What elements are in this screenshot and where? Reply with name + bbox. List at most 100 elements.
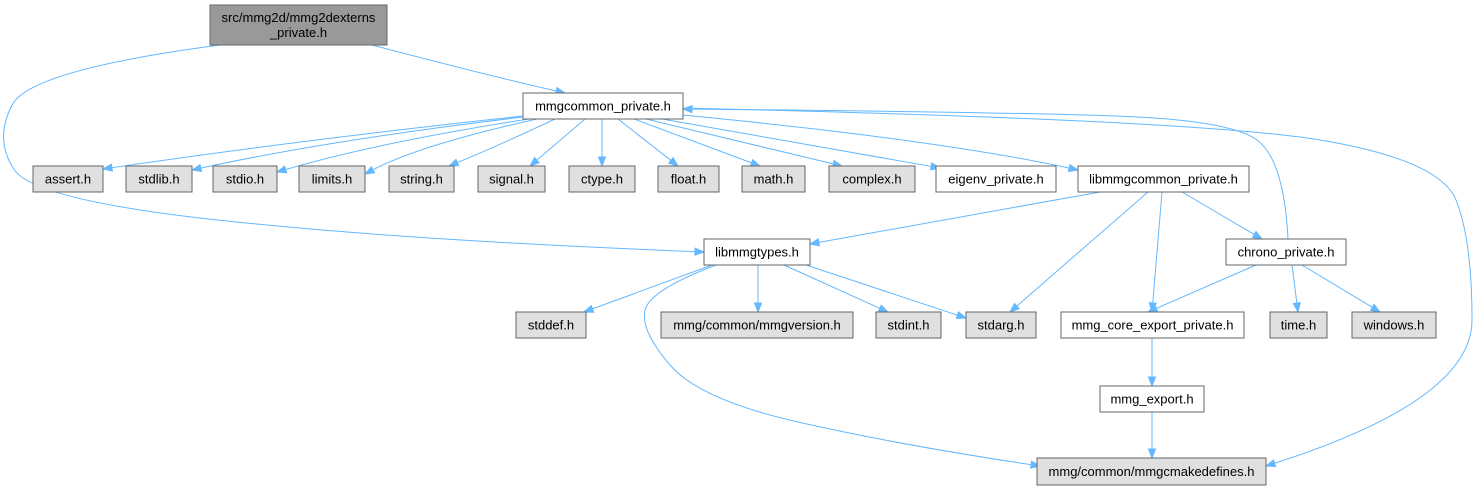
edge-arrowhead [1369,303,1382,313]
node-libmmgcommon[interactable]: libmmgcommon_private.h [1077,165,1250,193]
edge-mmgcommon-to-libmmgcommon [682,114,1080,173]
edge-arrowhead [447,158,460,167]
edge-arrowhead [1251,230,1264,240]
node-box [965,311,1037,339]
node-label: signal.h [489,172,534,187]
edge-line [633,118,752,164]
node-label: mmg_export.h [1110,392,1193,407]
edge-arrowhead [528,156,540,167]
node-time: time.h [1269,311,1328,339]
edge-line [617,118,672,161]
node-box [1099,385,1205,413]
node-label: windows.h [1363,318,1425,333]
edge-arrowhead [694,247,706,256]
edge-line [1181,191,1255,235]
edge-chrono-to-coreexport [1146,264,1257,313]
edge-libmmgcommon-to-coreexport [1148,191,1163,314]
node-box [1351,311,1437,339]
node-signal: signal.h [477,165,546,193]
edge-mmgcommon-to-stdio [275,118,530,174]
node-box [209,4,388,46]
edge-arrowhead [1292,302,1301,314]
edge-arrowhead [681,104,693,114]
edge-arrowhead [582,304,595,313]
node-stdio: stdio.h [212,165,278,193]
edge-line [457,118,556,164]
edge-libmmgcommon-to-stdarg [1008,191,1149,313]
nodes-layer: src/mmg2d/mmg2dexterns_private.h mmgcommo… [32,4,1437,486]
node-eigenv[interactable]: eigenv_private.h [935,165,1057,193]
node-label: stdlib.h [138,172,179,187]
node-box [703,238,811,266]
node-box [657,165,720,193]
edge-line [536,118,586,161]
edge-line [3,44,696,253]
edge-arrowhead [1264,459,1277,468]
node-label: mmgcommon_private.h [535,99,671,114]
edge-arrowhead [749,158,762,167]
node-label: src/mmg2d/mmg2dexterns [222,10,376,25]
edge-line [111,115,524,169]
edge-chrono-to-time [1291,264,1301,314]
node-box [935,165,1057,193]
node-label: time.h [1281,318,1316,333]
edge-arrowhead [190,163,203,173]
edge-root-to-mmgcommon [371,44,567,96]
edge-line [1156,264,1257,309]
edge-libmmgcommon-to-libmmgtypes [808,191,1101,247]
edge-arrowhead [753,302,763,314]
edge-line [783,264,881,309]
edge-line [805,264,958,316]
node-complex: complex.h [828,165,916,193]
edge-arrowhead [101,163,114,172]
edge-line [200,116,524,169]
node-limits: limits.h [298,165,366,193]
node-box [875,311,942,339]
edge-arrowhead [955,310,968,320]
edge-arrowhead [363,165,376,175]
node-box [515,311,587,339]
node-windows: windows.h [1351,311,1437,339]
edge-line [371,44,557,92]
edge-line [372,118,538,171]
node-mmgexport[interactable]: mmg_export.h [1099,385,1205,413]
edge-chrono-to-windows [1301,264,1382,313]
edge-line [285,118,530,170]
edge-arrowhead [877,304,890,313]
edge-mmgcommon-to-cmakedefines [682,107,1473,468]
node-box [1077,165,1250,193]
edge-mmgcommon-to-math [633,118,762,167]
edge-mmgcommon-to-limits [363,118,538,175]
edge-libmmgtypes-to-stdint [783,264,890,313]
edge-chrono-to-mmgcommon [681,104,1289,240]
edge-line [1291,264,1298,304]
node-label: complex.h [842,172,901,187]
node-chrono[interactable]: chrono_private.h [1225,238,1347,266]
edge-line [682,107,1473,464]
node-mmgcommon[interactable]: mmgcommon_private.h [522,92,684,120]
node-box [568,165,636,193]
node-label: mmg_core_export_private.h [1072,318,1234,333]
node-stdlib: stdlib.h [125,165,193,193]
node-box [388,165,455,193]
edge-line [645,118,834,165]
node-label: _private.h [269,25,327,40]
node-label: chrono_private.h [1238,245,1335,260]
node-box [741,165,806,193]
edge-root-to-libmmgtypes [3,44,706,256]
node-box [1036,457,1267,486]
node-label: mmg/common/mmgcmakedefines.h [1049,464,1255,479]
node-box [32,165,104,193]
edge-arrowhead [1147,376,1157,388]
edge-arrowhead [275,165,288,174]
node-assert: assert.h [32,165,104,193]
node-label: eigenv_private.h [948,172,1043,187]
node-box [212,165,278,193]
edge-libmmgtypes-to-stddef [582,264,713,313]
node-stddef: stddef.h [515,311,587,339]
node-label: libmmgtypes.h [715,245,799,260]
node-libmmgtypes[interactable]: libmmgtypes.h [703,238,811,266]
node-label: mmg/common/mmgversion.h [673,318,841,333]
edge-mmgcommon-to-float [617,118,680,167]
node-coreexport[interactable]: mmg_core_export_private.h [1060,311,1245,339]
